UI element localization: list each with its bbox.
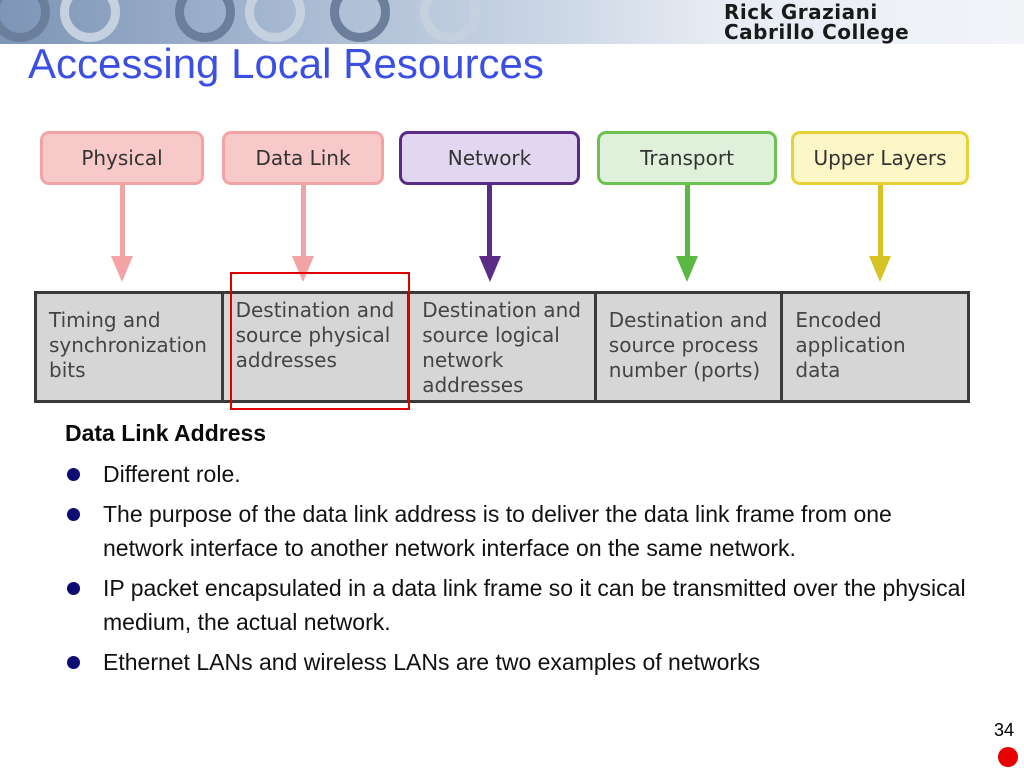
bullet-text: The purpose of the data link address is …	[103, 501, 892, 561]
red-dot-icon	[998, 747, 1018, 767]
arrow-shaft	[684, 185, 690, 265]
author-credit: Rick Graziani Cabrillo College	[724, 2, 909, 42]
author-college: Cabrillo College	[724, 20, 910, 44]
arrow-shaft	[487, 185, 492, 265]
list-item: Different role.	[65, 457, 975, 491]
osi-address-diagram: Upper Layers Transport Network Data Link Phy…	[34, 131, 970, 410]
layer-box-upper-layers: Upper Layers	[791, 131, 969, 185]
bullet-icon	[67, 508, 80, 521]
bullet-icon	[67, 468, 80, 481]
address-cell: Encoded application data	[795, 308, 906, 382]
arrow-down-icon	[292, 256, 314, 282]
gear-icon	[0, 0, 50, 42]
address-cell: Destination and source process number (p…	[597, 294, 784, 400]
layer-box-network: Network	[399, 131, 580, 185]
gear-icon	[420, 0, 480, 42]
gear-icon	[330, 0, 390, 42]
author-name: Rick Graziani	[724, 0, 878, 24]
arrow-down-icon	[478, 256, 501, 282]
bullet-text: Different role.	[103, 461, 241, 487]
data-link-highlight-box	[230, 272, 410, 410]
bullet-icon	[67, 582, 80, 595]
list-item: The purpose of the data link address is …	[65, 497, 975, 565]
arrow-shaft	[119, 185, 125, 265]
bullet-text: IP packet encapsulated in a data link fr…	[103, 575, 966, 635]
arrow-down-icon	[676, 256, 698, 282]
gear-icon	[245, 0, 305, 42]
page-title: Accessing Local Resources	[28, 40, 544, 87]
arrow-shaft	[877, 185, 883, 265]
arrow-down-icon	[111, 256, 133, 282]
arrow-shaft	[300, 185, 306, 265]
address-bar: Timing and synchronization bits Destinat…	[34, 291, 970, 403]
gear-icon	[60, 0, 120, 42]
bullet-text: Ethernet LANs and wireless LANs are two …	[103, 649, 761, 675]
gear-icon	[175, 0, 235, 42]
page-number: 34	[993, 720, 1014, 740]
address-cell: Timing and synchronization bits	[37, 294, 224, 400]
layer-box-data-link: Data Link	[222, 131, 384, 185]
address-cell: Destination and source logical network a…	[410, 294, 597, 400]
section-title: Data Link Address	[65, 420, 267, 446]
address-cell: Destination and source physical addresse…	[224, 294, 411, 400]
layer-box-physical: Physical	[40, 131, 204, 185]
layer-box-transport: Transport	[597, 131, 777, 185]
bullet-icon	[67, 656, 80, 669]
arrow-down-icon	[869, 256, 891, 282]
list-item: IP packet encapsulated in a data link fr…	[65, 571, 975, 639]
list-item: Ethernet LANs and wireless LANs are two …	[65, 645, 975, 679]
header-banner: Rick Graziani Cabrillo College	[0, 0, 1024, 44]
bullet-list: Different role. The purpose of the data …	[65, 457, 975, 685]
